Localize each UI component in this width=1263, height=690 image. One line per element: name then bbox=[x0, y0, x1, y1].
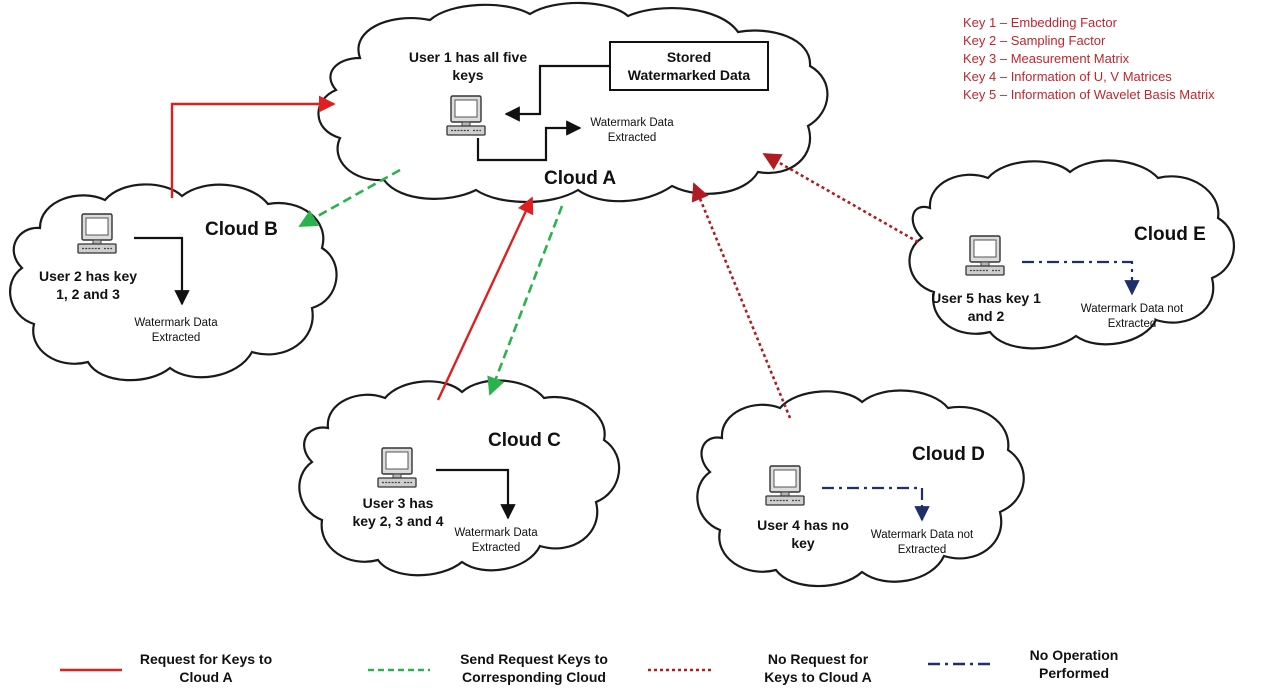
cloud-e-result: Watermark Data not bbox=[1081, 303, 1184, 315]
stored-data-label: Stored bbox=[667, 49, 711, 65]
key-item: Key 3 – Measurement Matrix bbox=[963, 51, 1130, 66]
cloud-c: Cloud C User 3 has key 2, 3 and 4 Waterm… bbox=[352, 430, 561, 554]
cloud-c-user-label: key 2, 3 and 4 bbox=[352, 513, 443, 529]
legend-label: No Operation bbox=[1030, 647, 1119, 663]
legend-label: Performed bbox=[1039, 665, 1109, 681]
request-arrow-b-to-a bbox=[170, 95, 336, 198]
no-operation-arrow bbox=[1022, 260, 1140, 296]
cloud-a-user-label: keys bbox=[452, 67, 483, 83]
no-request-arrow-e bbox=[762, 152, 919, 244]
legend-no-request: No Request for Keys to Cloud A bbox=[648, 651, 872, 685]
computer-icon bbox=[765, 465, 805, 506]
cloud-d-user-label: User 4 has no bbox=[757, 517, 849, 533]
cloud-e-name: Cloud E bbox=[1134, 224, 1206, 245]
request-arrow-c-to-a bbox=[436, 196, 534, 401]
key-item: Key 5 – Information of Wavelet Basis Mat… bbox=[963, 87, 1215, 102]
extract-arrow bbox=[436, 468, 516, 520]
send-arrow-a-to-c bbox=[487, 205, 564, 396]
cloud-b-result: Extracted bbox=[152, 332, 201, 344]
no-request-arrow-d bbox=[691, 182, 792, 419]
extract-arrow bbox=[134, 236, 190, 306]
cloud-a: User 1 has all five keys Stored Watermar… bbox=[409, 41, 769, 189]
extract-arrow bbox=[476, 120, 582, 162]
cloud-c-shape bbox=[298, 379, 621, 577]
cloud-a-name: Cloud A bbox=[544, 168, 616, 189]
legend-label: Request for Keys to bbox=[140, 651, 272, 667]
key-item: Key 1 – Embedding Factor bbox=[963, 15, 1118, 30]
send-arrow-a-to-b bbox=[298, 168, 401, 228]
stored-data-label: Watermarked Data bbox=[628, 67, 751, 83]
cloud-b-name: Cloud B bbox=[205, 219, 278, 240]
no-operation-arrow bbox=[822, 486, 930, 522]
cloud-e-result: Extracted bbox=[1108, 318, 1157, 330]
retrieve-arrow bbox=[504, 64, 610, 122]
key-item: Key 2 – Sampling Factor bbox=[963, 33, 1106, 48]
cloud-c-user-label: User 3 has bbox=[363, 495, 434, 511]
cloud-e-user-label: User 5 has key 1 bbox=[931, 290, 1041, 306]
cloud-c-result: Extracted bbox=[472, 542, 521, 554]
legend-request: Request for Keys to Cloud A bbox=[60, 651, 272, 685]
cloud-d-shape bbox=[696, 389, 1025, 588]
cloud-e-user-label: and 2 bbox=[968, 308, 1005, 324]
cloud-d-name: Cloud D bbox=[912, 444, 985, 465]
legend-label: Cloud A bbox=[179, 669, 232, 685]
cloud-e-shape bbox=[908, 159, 1235, 350]
key-list: Key 1 – Embedding Factor Key 2 – Samplin… bbox=[963, 15, 1215, 102]
cloud-a-result: Watermark Data bbox=[590, 117, 674, 129]
cloud-d-result: Extracted bbox=[898, 544, 947, 556]
cloud-c-result: Watermark Data bbox=[454, 527, 538, 539]
legend: Request for Keys to Cloud A Send Request… bbox=[60, 647, 1118, 685]
cloud-b-user-label: User 2 has key bbox=[39, 268, 137, 284]
cloud-d-result: Watermark Data not bbox=[871, 529, 974, 541]
computer-icon bbox=[446, 95, 486, 136]
legend-label: Corresponding Cloud bbox=[462, 669, 606, 685]
cloud-a-result: Extracted bbox=[608, 132, 657, 144]
legend-label: No Request for bbox=[768, 651, 869, 667]
computer-icon bbox=[377, 447, 417, 488]
legend-label: Send Request Keys to bbox=[460, 651, 608, 667]
cloud-e: Cloud E User 5 has key 1 and 2 Watermark… bbox=[931, 224, 1206, 330]
computer-icon bbox=[77, 213, 117, 254]
cloud-d-user-label: key bbox=[791, 535, 815, 551]
cloud-b-user-label: 1, 2 and 3 bbox=[56, 286, 120, 302]
cloud-c-name: Cloud C bbox=[488, 430, 561, 451]
legend-no-operation: No Operation Performed bbox=[928, 647, 1118, 681]
computer-icon bbox=[965, 235, 1005, 276]
legend-send: Send Request Keys to Corresponding Cloud bbox=[368, 651, 608, 685]
cloud-b-result: Watermark Data bbox=[134, 317, 218, 329]
cloud-d: Cloud D User 4 has no key Watermark Data… bbox=[757, 444, 985, 556]
cloud-b: Cloud B User 2 has key 1, 2 and 3 Waterm… bbox=[39, 213, 278, 344]
legend-label: Keys to Cloud A bbox=[764, 669, 872, 685]
stored-data-box bbox=[609, 41, 769, 91]
key-item: Key 4 – Information of U, V Matrices bbox=[963, 69, 1172, 84]
cloud-a-user-label: User 1 has all five bbox=[409, 49, 528, 65]
